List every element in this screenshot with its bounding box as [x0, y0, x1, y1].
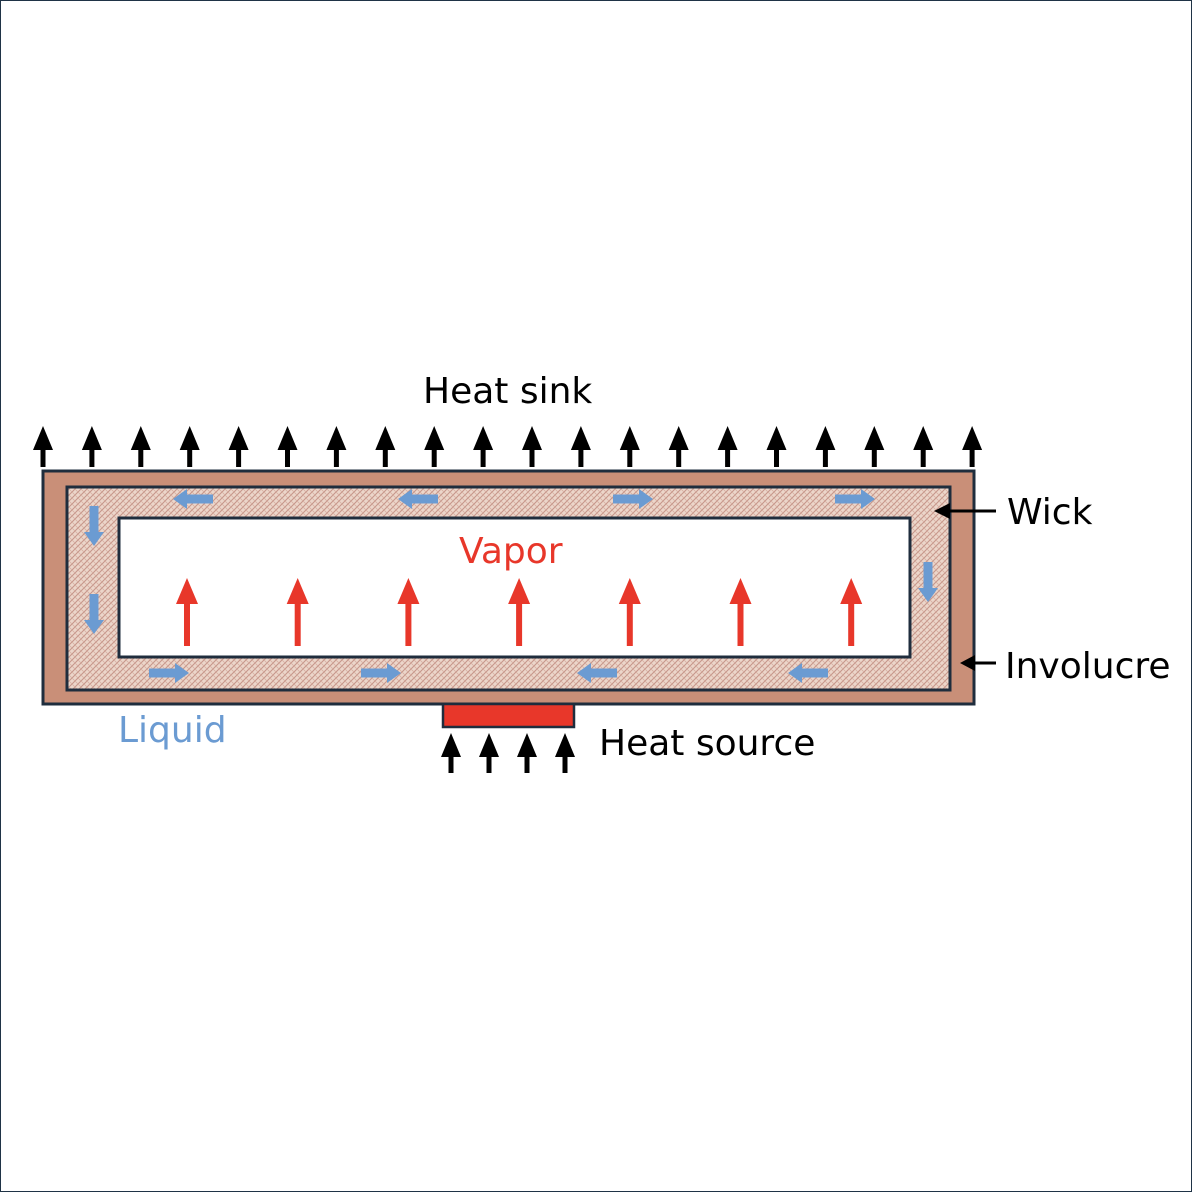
- heat-sink-arrow-icon: [962, 426, 983, 467]
- heat-sink-arrow-icon: [815, 426, 836, 467]
- vapor-arrow-icon: [286, 578, 309, 646]
- heat-source-arrow-icon: [441, 733, 461, 773]
- liquid-flow-arrow: [173, 489, 213, 509]
- vapor-arrow-icon: [729, 578, 752, 646]
- heat-sink-arrow-icon: [668, 426, 689, 467]
- vapor-arrow-icon: [397, 578, 420, 646]
- wick-label: Wick: [1007, 492, 1093, 533]
- vapor-core: [117, 516, 912, 659]
- heat-sink-arrow-icon: [913, 426, 934, 467]
- heat-sink-arrow-icon: [717, 426, 738, 467]
- liquid-flow-arrow: [577, 663, 617, 683]
- heat-sink-arrow-icon: [522, 426, 542, 467]
- liquid-flow-arrow: [398, 489, 438, 509]
- liquid-flow-arrow: [918, 562, 938, 602]
- liquid-arrows: [84, 489, 938, 683]
- heat-source-arrow-icon: [555, 733, 575, 773]
- liquid-flow-arrow: [788, 663, 828, 683]
- heat-source-arrows: [441, 733, 575, 773]
- vapor-arrows: [176, 578, 863, 646]
- heat-sink-arrow-icon: [33, 426, 53, 467]
- vapor-arrow-icon: [840, 578, 863, 646]
- liquid-flow-arrow: [613, 489, 653, 509]
- vapor-arrow-icon: [176, 578, 198, 646]
- vapor-arrow-icon: [508, 578, 531, 646]
- liquid-flow-arrow: [84, 506, 104, 546]
- heat-sink-arrow-icon: [326, 426, 347, 467]
- involucre-pointer-icon: [960, 655, 996, 671]
- heat-sink-arrow-icon: [570, 426, 591, 467]
- heat-source-arrow-icon: [479, 733, 499, 773]
- liquid-label: Liquid: [118, 710, 227, 751]
- heat-sink-arrow-icon: [375, 426, 396, 467]
- liquid-flow-arrow: [84, 594, 104, 634]
- heat-source-block: [441, 702, 576, 729]
- vapor-arrow-icon: [618, 578, 641, 646]
- heat-source-arrow-icon: [517, 733, 537, 773]
- liquid-flow-arrow: [361, 663, 401, 683]
- vapor-label: Vapor: [459, 531, 563, 572]
- heat-sink-label: Heat sink: [423, 371, 592, 412]
- heat-source-label: Heat source: [599, 723, 815, 764]
- heat-sink-arrow-icon: [179, 426, 200, 467]
- heat-sink-arrow-icon: [424, 426, 445, 467]
- heat-sink-arrow-icon: [619, 426, 640, 467]
- heat-sink-arrow-icon: [81, 426, 102, 467]
- heat-sink-arrows: [33, 426, 983, 467]
- heat-sink-arrow-icon: [766, 426, 787, 467]
- liquid-flow-arrow: [835, 489, 875, 509]
- heat-sink-arrow-icon: [277, 426, 298, 467]
- heat-sink-arrow-icon: [864, 426, 885, 467]
- heat-sink-arrow-icon: [228, 426, 249, 467]
- heat-sink-arrow-icon: [130, 426, 151, 467]
- liquid-flow-arrow: [149, 663, 189, 683]
- wick-pointer-icon: [934, 503, 996, 519]
- involucre-label: Involucre: [1005, 646, 1171, 687]
- heat-sink-arrow-icon: [473, 426, 494, 467]
